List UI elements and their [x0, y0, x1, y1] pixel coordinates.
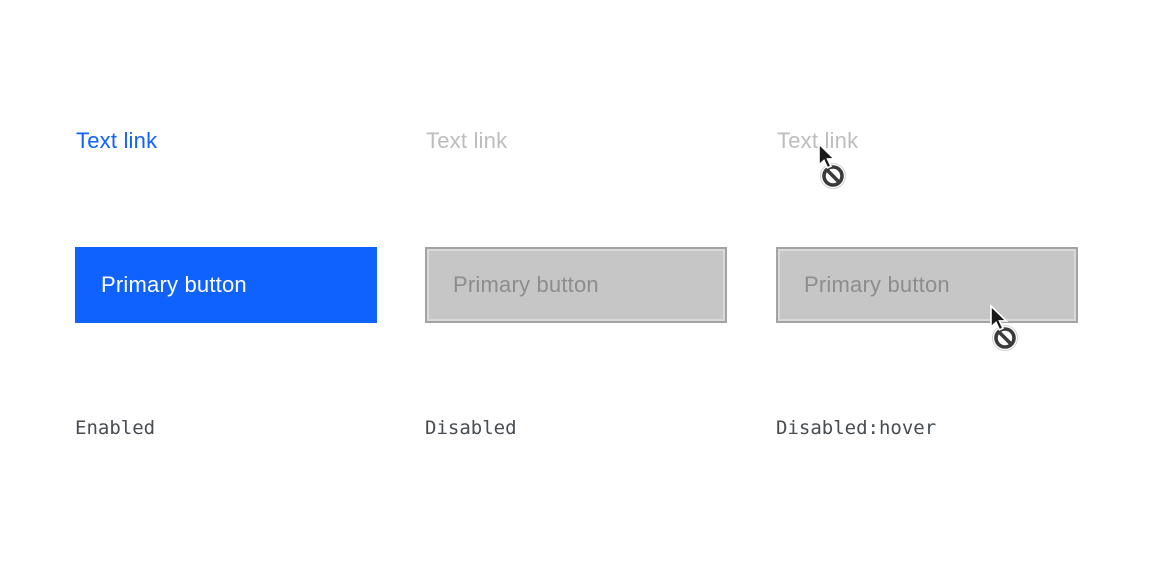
state-label-enabled: Enabled — [75, 417, 156, 439]
column-disabled-hover: Text link Primary button Disabled:hover — [776, 0, 1078, 568]
state-label-disabled-hover: Disabled:hover — [776, 417, 937, 439]
state-label-disabled: Disabled — [425, 417, 517, 439]
text-link-disabled: Text link — [426, 128, 508, 153]
primary-button-disabled: Primary button — [425, 247, 727, 323]
text-link-disabled-hover: Text link — [777, 128, 859, 153]
column-disabled: Text link Primary button Disabled — [425, 0, 727, 568]
text-link-enabled[interactable]: Text link — [76, 128, 158, 153]
column-enabled: Text link Primary button Enabled — [75, 0, 377, 568]
primary-button-disabled-hover: Primary button — [776, 247, 1078, 323]
primary-button-enabled[interactable]: Primary button — [75, 247, 377, 323]
